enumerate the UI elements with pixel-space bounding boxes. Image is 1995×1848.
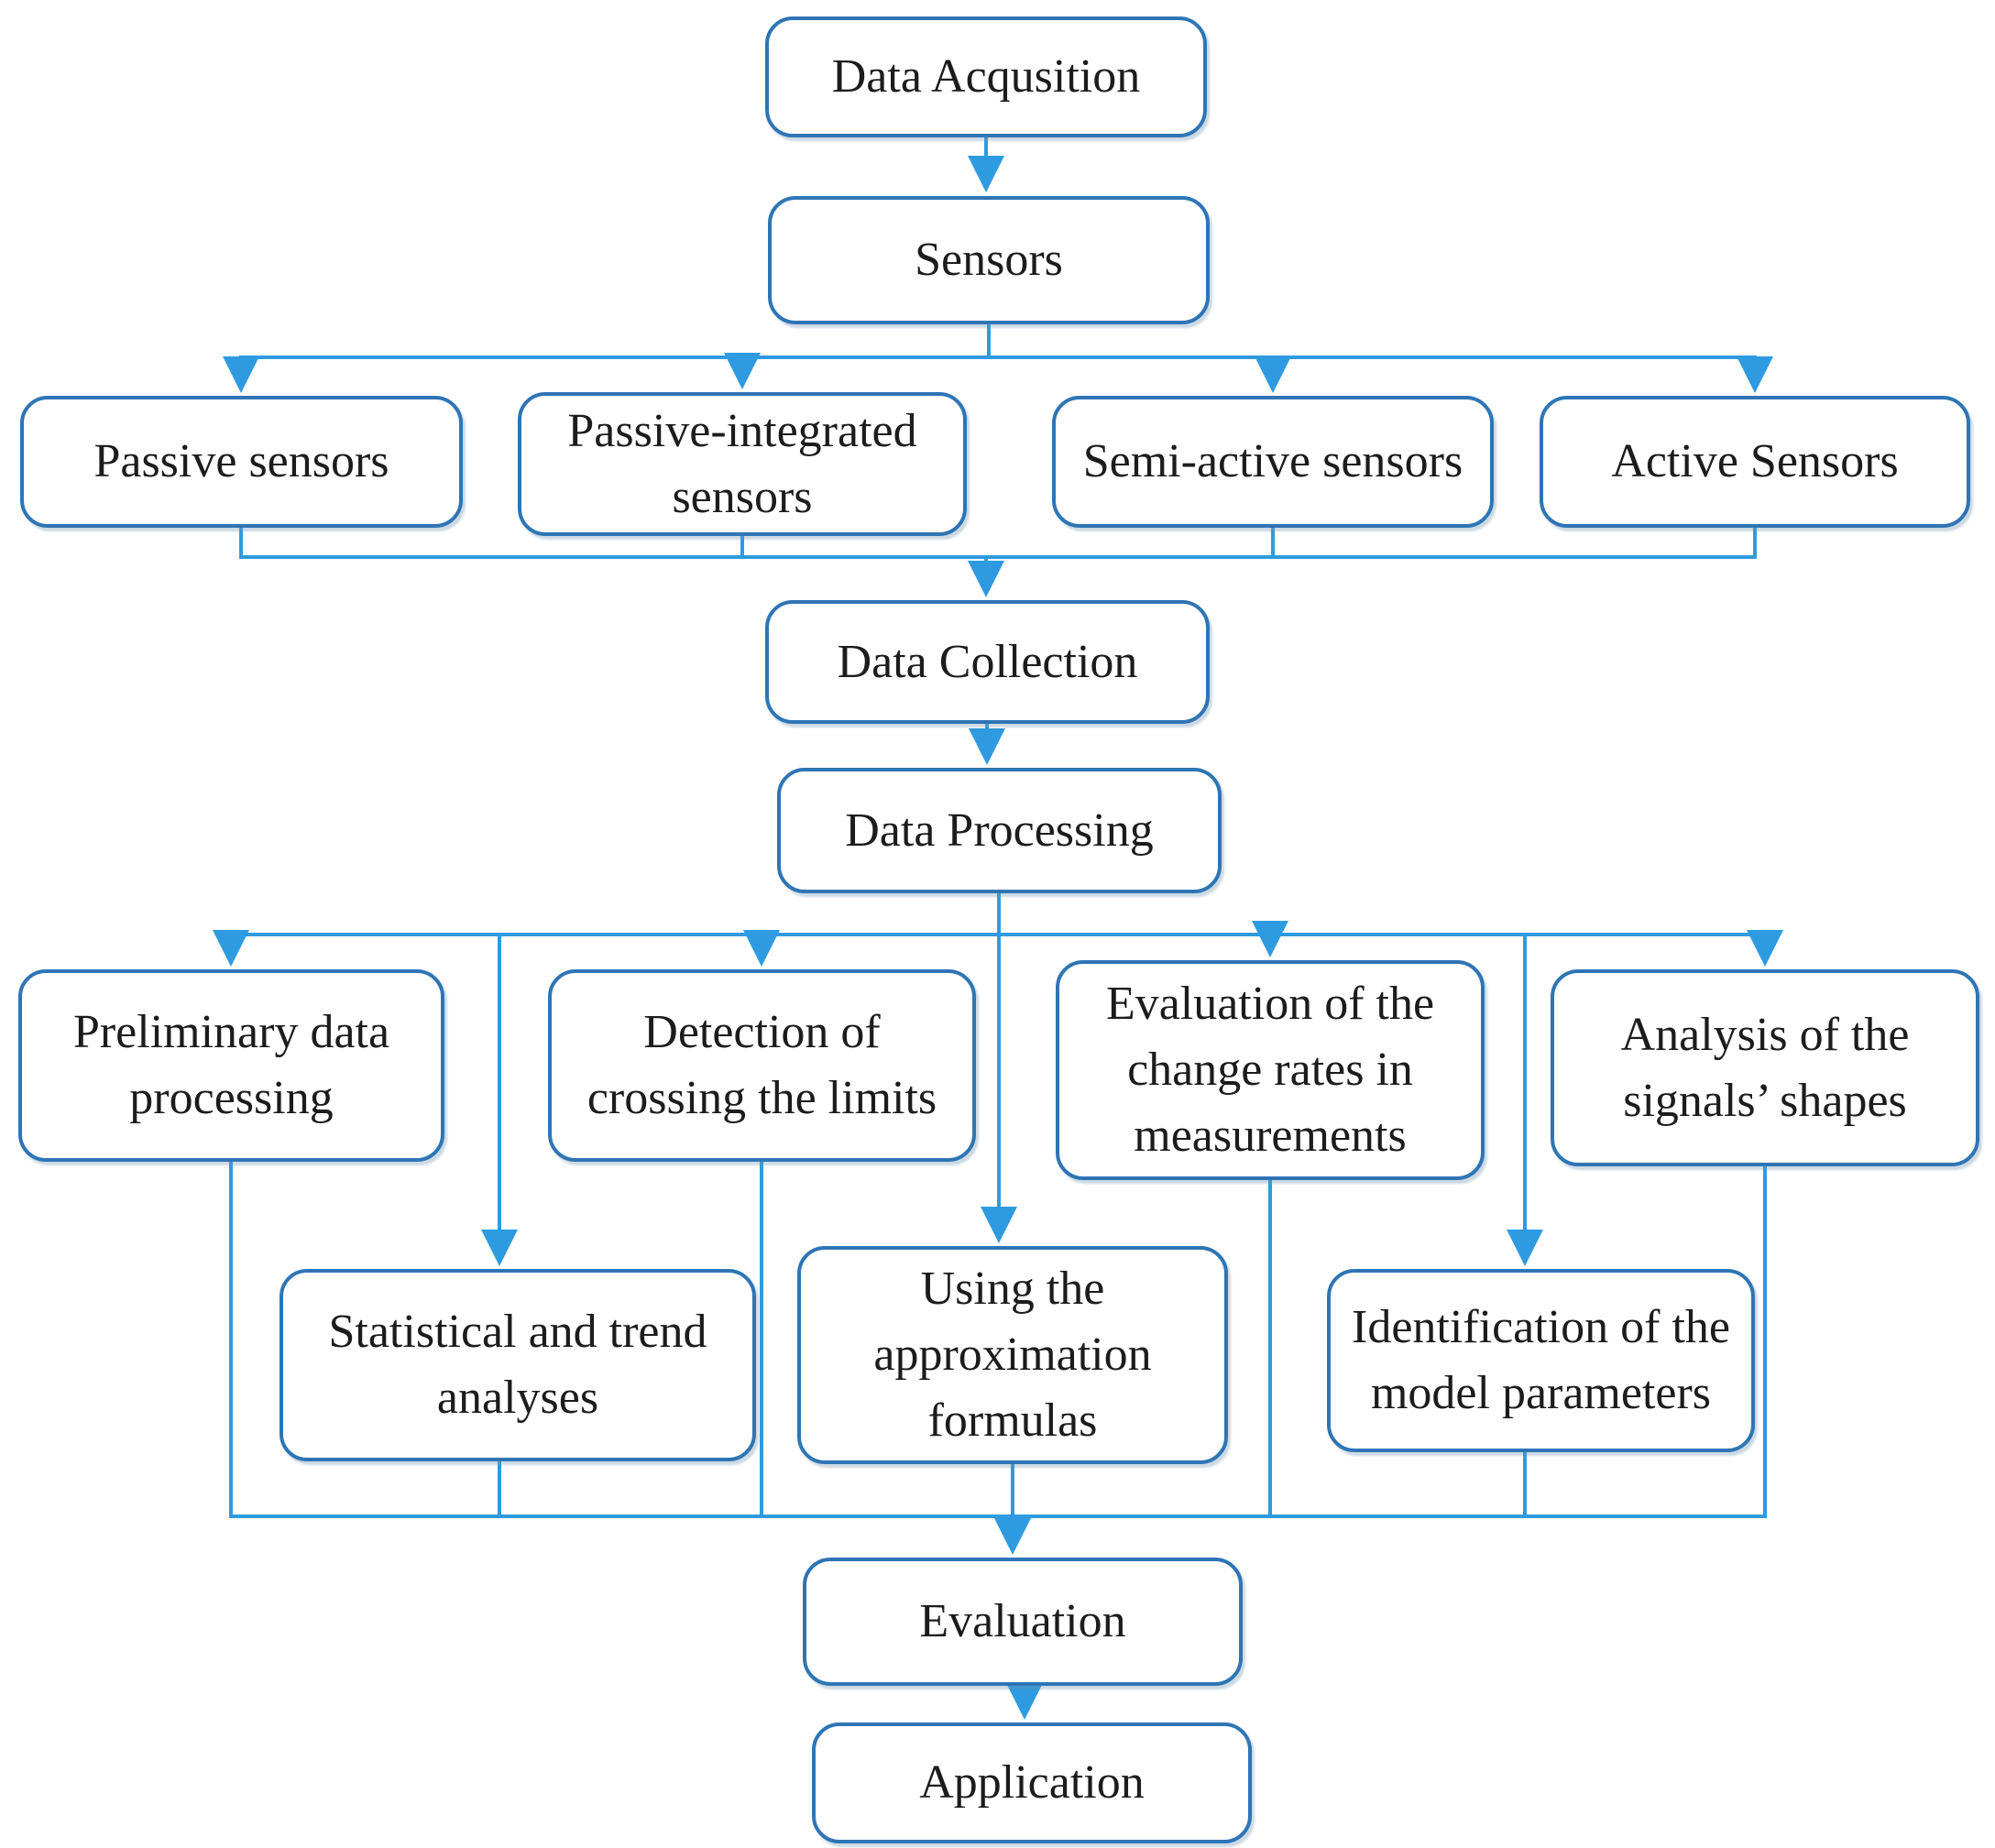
node-sensors: Sensors: [768, 196, 1210, 324]
node-detection-of-crossing-limits: Detection of crossing the limits: [548, 969, 976, 1162]
node-data-collection: Data Collection: [765, 600, 1210, 724]
node-active-sensors-label: Active Sensors: [1611, 435, 1899, 488]
node-passive-sensors-label: Passive sensors: [93, 435, 389, 488]
node-sensors-label: Sensors: [915, 234, 1063, 287]
node-application: Application: [812, 1722, 1252, 1843]
node-evaluation-change-rates: Evaluation of the change rates in measur…: [1056, 960, 1485, 1180]
node-passive-sensors: Passive sensors: [20, 396, 463, 528]
node-analysis-signal-shapes: Analysis of the signals’ shapes: [1551, 969, 1979, 1166]
node-passive-integrated-sensors: Passive-integrated sensors: [518, 392, 967, 536]
node-semi-active-sensors: Semi-active sensors: [1052, 396, 1494, 528]
node-identification-model-parameters-label: Identification of the model parameters: [1352, 1301, 1730, 1419]
node-passive-integrated-sensors-label: Passive-integrated sensors: [567, 404, 917, 523]
node-statistical-trend-analyses-label: Statistical and trend analyses: [328, 1306, 707, 1424]
node-using-approximation-formulas-label: Using the approximation formulas: [873, 1263, 1152, 1447]
node-evaluation-label: Evaluation: [919, 1595, 1126, 1648]
node-application-label: Application: [919, 1756, 1145, 1810]
node-data-collection-label: Data Collection: [837, 635, 1138, 688]
node-semi-active-sensors-label: Semi-active sensors: [1082, 435, 1463, 488]
node-active-sensors: Active Sensors: [1540, 396, 1970, 528]
node-preliminary-data-processing: Preliminary data processing: [18, 969, 444, 1162]
node-evaluation-change-rates-label: Evaluation of the change rates in measur…: [1105, 978, 1435, 1162]
node-data-processing-label: Data Processing: [845, 804, 1154, 857]
node-using-approximation-formulas: Using the approximation formulas: [797, 1246, 1228, 1464]
node-detection-of-crossing-limits-label: Detection of crossing the limits: [586, 1006, 937, 1124]
node-data-processing: Data Processing: [777, 768, 1222, 893]
node-evaluation: Evaluation: [803, 1558, 1243, 1686]
node-statistical-trend-analyses: Statistical and trend analyses: [280, 1269, 756, 1461]
node-data-acquisition-label: Data Acqusition: [831, 50, 1141, 104]
node-preliminary-data-processing-label: Preliminary data processing: [72, 1006, 390, 1124]
node-analysis-signal-shapes-label: Analysis of the signals’ shapes: [1620, 1008, 1910, 1127]
node-data-acquisition: Data Acqusition: [765, 16, 1207, 137]
node-identification-model-parameters: Identification of the model parameters: [1327, 1269, 1755, 1452]
